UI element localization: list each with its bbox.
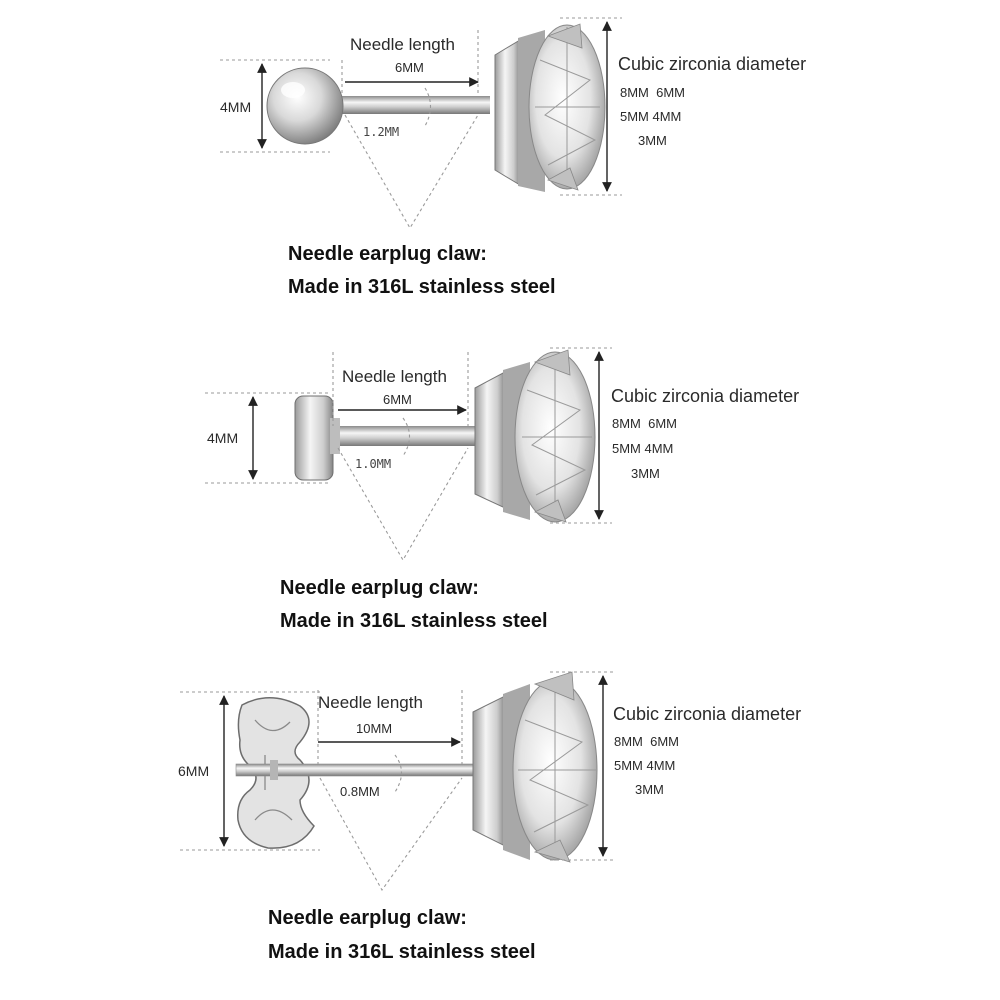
claw-tips xyxy=(546,23,583,191)
pin-notch xyxy=(270,760,278,780)
flat-disc-back xyxy=(294,395,334,481)
gem-facets xyxy=(518,682,596,858)
needle-pin xyxy=(330,96,490,114)
cz-sizes-row-1: 8MM 6MM xyxy=(620,85,685,100)
cz-sizes-row-2: 5MM 4MM xyxy=(614,758,675,773)
caption-title: Needle earplug claw: xyxy=(288,243,487,265)
cz-sizes-row-3: 3MM xyxy=(638,133,667,148)
needle-length-value: 6MM xyxy=(395,60,424,75)
caption-title: Needle earplug claw: xyxy=(280,577,479,599)
caption-material: Made in 316L stainless steel xyxy=(268,941,536,963)
needle-diameter-label: 1.2MM xyxy=(363,125,399,139)
needle-length-title: Needle length xyxy=(350,35,455,54)
cz-diameter-title: Cubic zirconia diameter xyxy=(611,386,799,406)
gem-facets xyxy=(522,355,592,520)
back-size-label: 6MM xyxy=(178,763,209,779)
needle-diameter-label: 1.0MM xyxy=(355,457,391,471)
claw-setting xyxy=(494,39,521,186)
claw-setting xyxy=(474,371,506,509)
claw-tips xyxy=(533,349,571,523)
gem-facets xyxy=(535,27,600,187)
panel-flat-back: 4MM Needle length 6MM 1.0MM Cubic zircon… xyxy=(205,347,799,632)
cz-sizes-row-3: 3MM xyxy=(631,466,660,481)
caption-pointer xyxy=(337,447,469,562)
needle-length-value: 6MM xyxy=(383,392,412,407)
caption-material: Made in 316L stainless steel xyxy=(288,276,556,298)
caption-title: Needle earplug claw: xyxy=(268,907,467,929)
needle-length-title: Needle length xyxy=(342,367,447,386)
claw-setting xyxy=(472,695,506,847)
cz-sizes-row-2: 5MM 4MM xyxy=(612,441,673,456)
ball-back xyxy=(266,67,344,145)
claw-tips xyxy=(533,671,575,863)
cz-diameter-title: Cubic zirconia diameter xyxy=(613,704,801,724)
needle-diameter-label: 0.8MM xyxy=(340,784,380,799)
panel-butterfly-back: 6MM Needle length 10MM 0.8MM Cubic zirco… xyxy=(178,671,801,963)
disc-collar xyxy=(330,418,340,454)
back-size-label: 4MM xyxy=(220,99,251,115)
cz-sizes-row-2: 5MM 4MM xyxy=(620,109,681,124)
needle-pin xyxy=(330,426,480,446)
caption-material: Made in 316L stainless steel xyxy=(280,610,548,632)
caption-pointer xyxy=(344,114,479,230)
ball-highlight xyxy=(281,82,305,98)
needle-length-value: 10MM xyxy=(356,721,392,736)
panel-ball-back: 4MM Needle length 6MM 1.2MM Cubic zircon… xyxy=(220,17,806,298)
cz-sizes-row-1: 8MM 6MM xyxy=(614,734,679,749)
needle-length-title: Needle length xyxy=(318,693,423,712)
caption-pointer xyxy=(319,777,463,892)
cz-diameter-title: Cubic zirconia diameter xyxy=(618,54,806,74)
cz-sizes-row-3: 3MM xyxy=(635,782,664,797)
back-size-label: 4MM xyxy=(207,430,238,446)
cz-sizes-row-1: 8MM 6MM xyxy=(612,416,677,431)
